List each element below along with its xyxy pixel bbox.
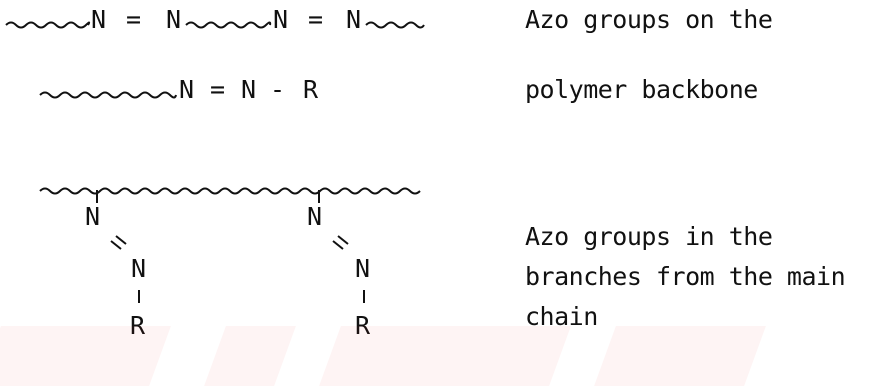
caption-line: branches from the main	[525, 262, 846, 291]
single-bond-line	[138, 290, 140, 303]
branch-point-bond	[96, 190, 98, 203]
double-bond-sign: =	[210, 75, 225, 104]
polymer-chain-wave	[39, 91, 177, 99]
nitrogen-atom: N	[241, 75, 256, 104]
caption-line: polymer backbone	[525, 75, 758, 104]
watermark-stripe	[319, 326, 571, 386]
nitrogen-atom: N	[346, 5, 361, 34]
single-bond-sign: -	[270, 75, 285, 104]
nitrogen-atom: N	[307, 202, 322, 231]
caption-line: chain	[525, 302, 598, 331]
watermark-stripe	[594, 326, 766, 386]
polymer-chain-wave	[5, 21, 91, 29]
r-group-label: R	[303, 75, 318, 104]
single-bond-line	[363, 290, 365, 303]
caption-line: Azo groups in the	[525, 222, 773, 251]
main-chain-wave	[39, 187, 421, 195]
nitrogen-atom: N	[273, 5, 288, 34]
azo-double-bond	[110, 235, 127, 250]
nitrogen-atom: N	[355, 254, 370, 283]
nitrogen-atom: N	[166, 5, 181, 34]
branch-point-bond	[318, 190, 320, 203]
nitrogen-atom: N	[91, 5, 106, 34]
polymer-chain-wave	[185, 21, 272, 29]
nitrogen-atom: N	[179, 75, 194, 104]
caption-line: Azo groups on the	[525, 5, 773, 34]
r-group-label: R	[130, 311, 145, 340]
watermark-stripe	[0, 326, 171, 386]
double-bond-sign: =	[308, 5, 323, 34]
double-bond-sign: =	[126, 5, 141, 34]
r-group-label: R	[355, 311, 370, 340]
nitrogen-atom: N	[85, 202, 100, 231]
azo-double-bond	[332, 235, 349, 250]
watermark-stripe	[204, 326, 296, 386]
polymer-chain-wave	[365, 21, 425, 29]
nitrogen-atom: N	[131, 254, 146, 283]
